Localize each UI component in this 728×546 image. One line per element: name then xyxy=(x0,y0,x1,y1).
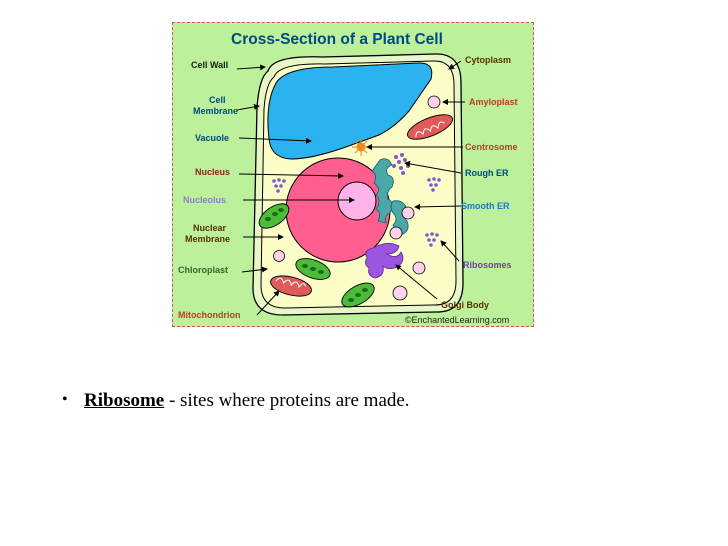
label-cell-membrane-line1: Cell xyxy=(209,95,226,105)
label-ribosomes: Ribosomes xyxy=(463,260,512,270)
label-nucleus: Nucleus xyxy=(195,167,230,177)
label-nucleolus: Nucleolus xyxy=(183,195,226,205)
nucleolus xyxy=(337,181,377,221)
bullet-text: - sites where proteins are made. xyxy=(164,390,410,411)
plant-cell-svg: Cross-Section of a Plant Cell xyxy=(178,31,518,325)
diagram-title: Cross-Section of a Plant Cell xyxy=(231,31,443,48)
label-cell-membrane-line2: Membrane xyxy=(193,106,238,116)
bullet-item: • Ribosome - sites where proteins are mad… xyxy=(62,390,410,412)
plant-cell-diagram: Cross-Section of a Plant Cell xyxy=(172,22,534,327)
centrosome xyxy=(352,138,370,156)
label-chloroplast: Chloroplast xyxy=(178,265,228,275)
mitochondria xyxy=(270,114,453,297)
label-vacuole: Vacuole xyxy=(195,133,229,143)
bullet-term: Ribosome xyxy=(84,390,165,411)
label-amyloplast: Amyloplast xyxy=(469,97,518,107)
pointer-lines xyxy=(236,60,465,316)
label-mitochondrion: Mitochondrion xyxy=(178,310,241,320)
label-centrosome: Centrosome xyxy=(465,142,518,152)
golgi-body xyxy=(365,243,404,279)
chloroplasts xyxy=(258,203,375,308)
diagram-credit: ©EnchantedLearning.com xyxy=(405,315,509,325)
label-nuclear-membrane-line1: Nuclear xyxy=(193,223,227,233)
ribosome-clusters xyxy=(272,177,441,247)
label-rough-er: Rough ER xyxy=(465,168,509,178)
label-golgi-body: Golgi Body xyxy=(441,300,489,310)
label-smooth-er: Smooth ER xyxy=(461,201,510,211)
label-cell-wall: Cell Wall xyxy=(191,60,228,70)
label-nuclear-membrane-line2: Membrane xyxy=(185,234,230,244)
amyloplasts xyxy=(273,95,441,301)
bullet-dot: • xyxy=(62,391,68,408)
label-cytoplasm: Cytoplasm xyxy=(465,55,511,65)
